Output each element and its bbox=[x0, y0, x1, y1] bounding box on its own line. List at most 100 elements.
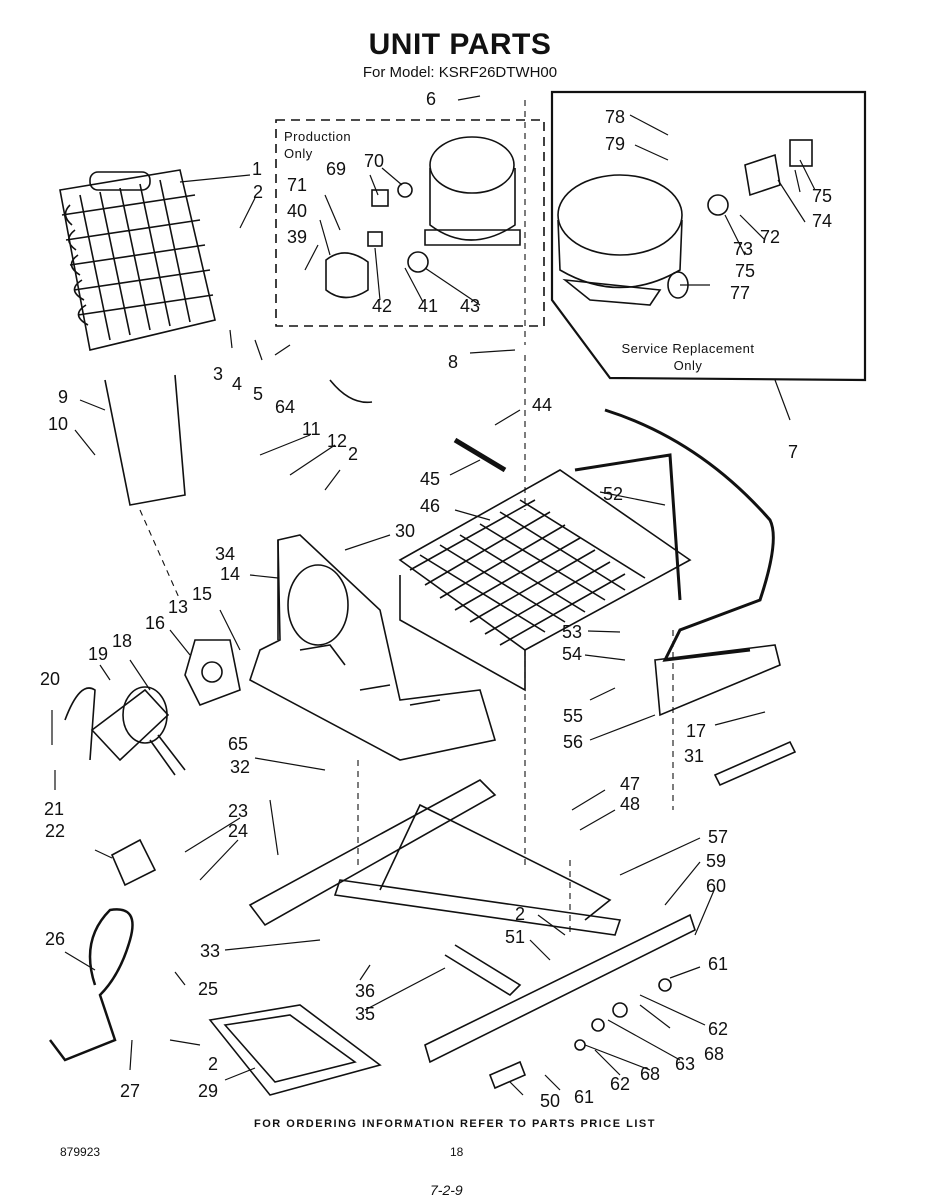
callout-11: 11 bbox=[302, 419, 321, 439]
callout-1: 1 bbox=[252, 159, 263, 179]
callout-10: 10 bbox=[48, 414, 69, 434]
callout-34: 34 bbox=[215, 544, 236, 564]
callout-69: 69 bbox=[326, 159, 347, 179]
part-31-heater bbox=[713, 740, 797, 787]
callout-23: 23 bbox=[228, 801, 249, 821]
model-subtitle: For Model: KSRF26DTWH00 bbox=[362, 64, 558, 81]
drain-tube bbox=[104, 374, 186, 506]
callout-54: 54 bbox=[562, 644, 583, 664]
callout-35: 35 bbox=[355, 1004, 376, 1024]
callout-64: 64 bbox=[275, 397, 296, 417]
callout-62a: 62 bbox=[708, 1019, 729, 1039]
handwritten-mark: 7-2-9 bbox=[430, 1182, 463, 1198]
callout-32: 32 bbox=[230, 757, 251, 777]
part-56-bracket bbox=[654, 644, 781, 717]
callout-44: 44 bbox=[532, 395, 553, 415]
callout-27: 27 bbox=[120, 1081, 141, 1101]
callout-24: 24 bbox=[228, 821, 249, 841]
assembly-lines bbox=[139, 100, 674, 935]
callout-79: 79 bbox=[605, 134, 626, 154]
callout-16: 16 bbox=[145, 613, 166, 633]
callout-15: 15 bbox=[192, 584, 213, 604]
callout-59: 59 bbox=[706, 851, 727, 871]
fan-shroud-plate bbox=[249, 534, 497, 761]
callout-5: 5 bbox=[253, 384, 264, 404]
callout-3: 3 bbox=[213, 364, 224, 384]
callout-61a: 61 bbox=[708, 954, 729, 974]
compressor-service bbox=[557, 139, 813, 306]
document-number: 879923 bbox=[60, 1145, 101, 1159]
callout-78: 78 bbox=[605, 107, 626, 127]
callout-2d: 2 bbox=[515, 904, 526, 924]
part-50 bbox=[488, 1060, 527, 1090]
callout-29: 29 bbox=[198, 1081, 219, 1101]
part-22-box bbox=[110, 838, 157, 887]
callout-39: 39 bbox=[287, 227, 308, 247]
callout-30: 30 bbox=[395, 521, 416, 541]
leader-lines bbox=[51, 95, 816, 1096]
callout-17: 17 bbox=[686, 721, 707, 741]
callout-2c: 2 bbox=[208, 1054, 219, 1074]
service-replacement-box bbox=[550, 90, 867, 382]
condenser-coil bbox=[59, 169, 216, 351]
compressor-production bbox=[325, 136, 521, 299]
callout-41: 41 bbox=[418, 296, 439, 316]
callout-2: 2 bbox=[253, 182, 264, 202]
callout-22: 22 bbox=[45, 821, 66, 841]
callout-74: 74 bbox=[812, 211, 833, 231]
service-replacement-label: Service Replacement Only bbox=[621, 341, 755, 373]
callout-36: 36 bbox=[355, 981, 376, 1001]
callout-75b: 75 bbox=[735, 261, 756, 281]
callout-26: 26 bbox=[45, 929, 66, 949]
power-cord bbox=[49, 908, 134, 1062]
callout-14: 14 bbox=[220, 564, 241, 584]
production-only-box bbox=[275, 119, 545, 327]
callout-68b: 68 bbox=[640, 1064, 661, 1084]
callout-8: 8 bbox=[448, 352, 459, 372]
callout-71: 71 bbox=[287, 175, 308, 195]
callout-73: 73 bbox=[733, 239, 754, 259]
callout-7: 7 bbox=[788, 442, 799, 462]
page-number: 18 bbox=[450, 1145, 464, 1159]
callout-53: 53 bbox=[562, 622, 583, 642]
callout-21: 21 bbox=[44, 799, 65, 819]
callout-46: 46 bbox=[420, 496, 441, 516]
callout-50: 50 bbox=[540, 1091, 561, 1111]
callout-61b: 61 bbox=[574, 1087, 595, 1107]
callout-25: 25 bbox=[198, 979, 219, 999]
tube-52 bbox=[604, 408, 775, 662]
callout-72: 72 bbox=[760, 227, 781, 247]
callout-18: 18 bbox=[112, 631, 133, 651]
callout-51: 51 bbox=[505, 927, 526, 947]
callout-2b: 2 bbox=[348, 444, 359, 464]
callout-9: 9 bbox=[58, 387, 69, 407]
callout-13: 13 bbox=[168, 597, 189, 617]
production-only-label: Production Only bbox=[284, 129, 352, 161]
callout-55: 55 bbox=[563, 706, 584, 726]
callout-45: 45 bbox=[420, 469, 441, 489]
callout-31: 31 bbox=[684, 746, 705, 766]
callout-47: 47 bbox=[620, 774, 641, 794]
callout-65: 65 bbox=[228, 734, 249, 754]
callout-70: 70 bbox=[364, 151, 385, 171]
evaporator-coil bbox=[398, 437, 692, 692]
callout-4: 4 bbox=[232, 374, 243, 394]
callout-75a: 75 bbox=[812, 186, 833, 206]
callout-68a: 68 bbox=[704, 1044, 725, 1064]
callout-56: 56 bbox=[563, 732, 584, 752]
callout-43: 43 bbox=[460, 296, 481, 316]
callout-77: 77 bbox=[730, 283, 751, 303]
callout-48: 48 bbox=[620, 794, 641, 814]
callout-57: 57 bbox=[708, 827, 729, 847]
callout-19: 19 bbox=[88, 644, 109, 664]
page-title: UNIT PARTS bbox=[368, 28, 552, 61]
callout-62b: 62 bbox=[610, 1074, 631, 1094]
callout-20: 20 bbox=[40, 669, 61, 689]
callout-6: 6 bbox=[426, 89, 437, 109]
callout-63: 63 bbox=[675, 1054, 696, 1074]
callout-42: 42 bbox=[372, 296, 393, 316]
ordering-note: FOR ORDERING INFORMATION REFER TO PARTS … bbox=[254, 1118, 656, 1130]
callout-52: 52 bbox=[603, 484, 624, 504]
part-64-wire bbox=[329, 379, 373, 404]
